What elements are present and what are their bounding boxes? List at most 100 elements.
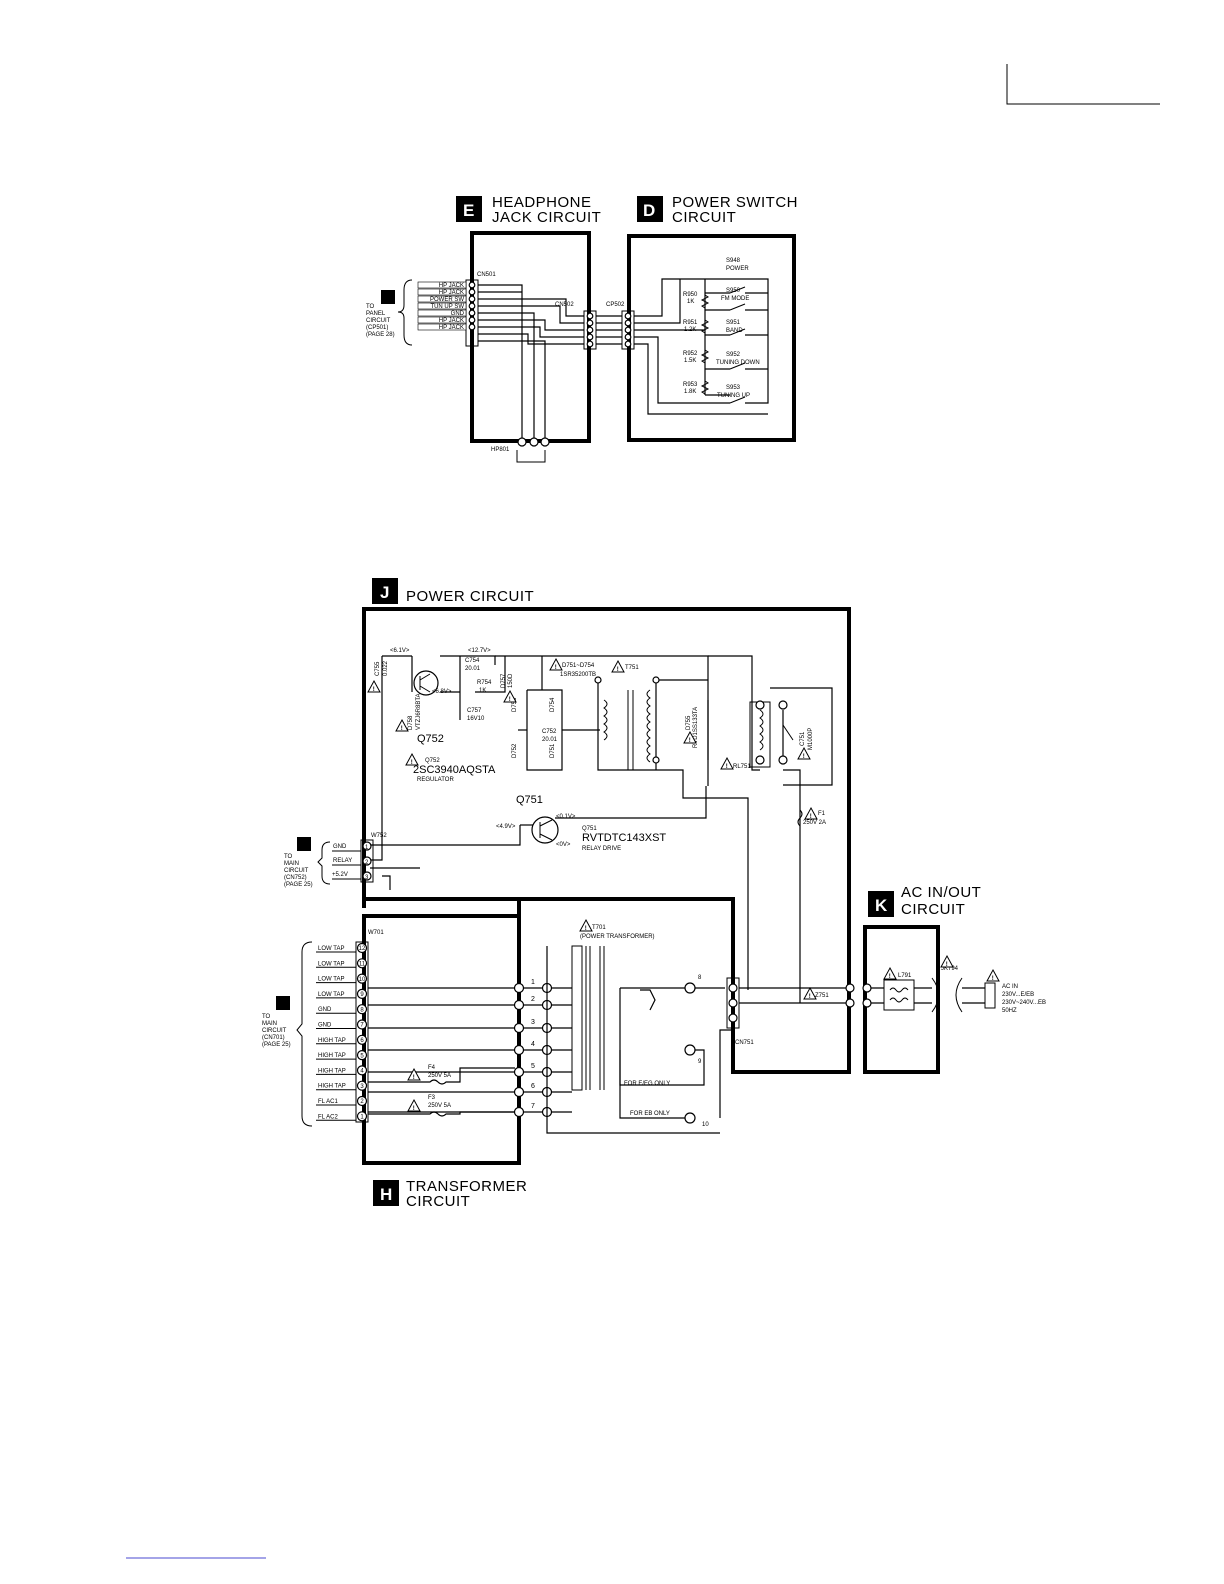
to-panel-text: CIRCUIT: [366, 318, 391, 324]
cn502-label: CN502: [555, 302, 574, 308]
t701-transformer: [546, 945, 720, 1134]
tap-10: [684, 1112, 696, 1124]
warning-icon: [986, 969, 1000, 983]
to-main-text: TO: [262, 1014, 271, 1020]
part-label: RL751: [733, 764, 751, 770]
q752-desc: REGULATOR: [417, 777, 454, 783]
w701-pin-label: GND: [318, 1007, 332, 1013]
brace: [317, 841, 331, 885]
warning-icon: [407, 1099, 421, 1113]
w701-pin-label: HIGH TAP: [318, 1053, 346, 1059]
part-label: 1SR35200TB: [560, 672, 596, 678]
w701-label: W701: [368, 930, 384, 936]
relay-switch: [782, 724, 794, 741]
power-circuit-board: [362, 607, 851, 1074]
w701-pin: [356, 1004, 368, 1015]
brace: [397, 279, 413, 346]
resistor-zigzags: [700, 294, 710, 395]
hp801-jack: HP801: [491, 437, 550, 463]
f3-rating: 250V 5A: [428, 1103, 451, 1109]
cn501-pin-box: [417, 323, 467, 331]
tap-node: [513, 1086, 525, 1098]
w701-pin-number: 8: [360, 1007, 364, 1013]
section-h-badge: [373, 1180, 399, 1206]
ref-a-badge: [297, 837, 311, 851]
z751-label: Z751: [815, 993, 829, 999]
cn501-pin-box: [417, 309, 467, 317]
q751-ref: Q751: [582, 826, 597, 832]
w701-pin-number: 9: [360, 992, 364, 998]
w701-connector: [355, 941, 369, 1123]
section-h-title: TRANSFORMER: [406, 1178, 527, 1195]
section-e-title2: JACK CIRCUIT: [492, 209, 601, 226]
tap-node: [513, 1044, 525, 1056]
ac-in-label: 230V~240V...EB: [1002, 1000, 1046, 1006]
relay-contact: [778, 700, 788, 710]
part-label: RVD1SS133TA: [693, 707, 699, 748]
plug-wires: [962, 987, 985, 1004]
ac-terminal: [862, 998, 872, 1008]
w752-label: W752: [371, 833, 387, 839]
warning-icon: [940, 955, 954, 969]
switch-label: POWER: [726, 266, 749, 272]
to-main-text: (CN752): [284, 875, 307, 881]
cn501-pin: [468, 316, 476, 324]
to-main-text: MAIN: [284, 861, 299, 867]
section-k-letter: K: [875, 896, 888, 915]
part-label: C751: [800, 731, 806, 746]
f3-label: F3: [428, 1095, 436, 1101]
ref-b-letter: B: [384, 293, 392, 305]
switch-label: BAND: [726, 328, 743, 334]
section-h-title2: CIRCUIT: [406, 1193, 470, 1210]
part-label: R754: [477, 680, 492, 686]
voltage-label: <0.1V>: [556, 814, 576, 820]
section-k-title: AC IN/OUT: [901, 884, 981, 901]
t751-transformer: [594, 676, 660, 770]
q752-ref: Q752: [425, 758, 440, 764]
warning-icon: [405, 753, 419, 767]
q752-symbol: [419, 673, 431, 693]
tap-number: 5: [531, 1063, 535, 1070]
tap-8: [684, 982, 696, 994]
part-label: 1K: [479, 688, 486, 694]
warning-icon: [503, 690, 517, 704]
warning-icon: [720, 757, 734, 771]
tap-number: 1: [531, 979, 535, 986]
to-panel-text: (PAGE 28): [366, 332, 395, 338]
voltage-label: <12.7V>: [468, 648, 491, 654]
transformer-board-left: [362, 914, 521, 1165]
section-e-letter: E: [463, 201, 474, 220]
cp502-pin: [624, 340, 632, 348]
w701-pin: [356, 988, 368, 1000]
w701-pin: [356, 958, 368, 969]
q752-label: Q752: [417, 733, 444, 745]
switch-label: S950: [726, 288, 741, 294]
ac-terminal: [845, 983, 855, 993]
resistor-label: R953: [683, 382, 698, 388]
l791-filter: [883, 979, 915, 1011]
part-label: T751: [625, 665, 639, 671]
section-k-title2: CIRCUIT: [901, 901, 965, 918]
cn501-pin-label: HP JACK: [439, 318, 464, 324]
warning-icon: [407, 1068, 421, 1082]
to-main-text: TO: [284, 854, 293, 860]
warning-icon: [549, 658, 563, 672]
part-label: D758: [408, 715, 414, 730]
relay-contact: [755, 755, 765, 765]
q751-part: RVTDTC143XST: [582, 832, 666, 844]
cp502-pin: [624, 333, 632, 341]
w701-pin-label: LOW TAP: [318, 977, 344, 983]
cn501-pin-box: [417, 288, 467, 296]
ref-b-badge: [381, 290, 395, 304]
part-label: M1000P: [808, 728, 814, 750]
w701-pin: [356, 1049, 368, 1061]
for-e-eg-label: FOR E/EG ONLY: [624, 1081, 670, 1087]
part-label: C754: [465, 658, 480, 664]
part-label: D751: [550, 743, 556, 758]
relay-contact: [778, 755, 788, 765]
ac-k-wires: [871, 987, 932, 1004]
cn502-pin: [586, 319, 594, 327]
cn501-pin: [468, 323, 476, 331]
part-label: 20.01: [542, 737, 558, 743]
